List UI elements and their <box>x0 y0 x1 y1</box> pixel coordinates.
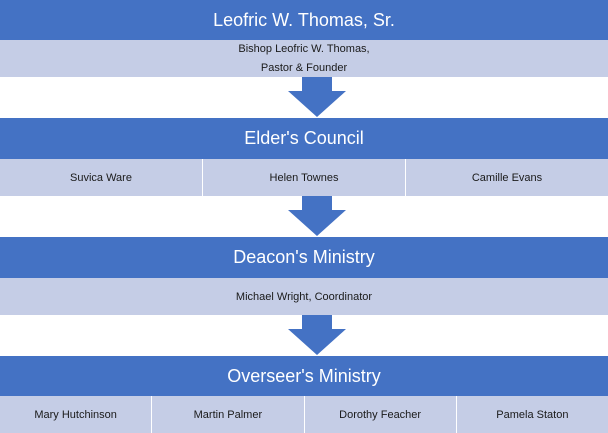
level-members-deacons: Michael Wright, Coordinator <box>0 278 608 315</box>
level-title: Leofric W. Thomas, Sr. <box>213 9 395 30</box>
level-title: Elder's Council <box>244 128 364 148</box>
level-members-founder: Bishop Leofric W. Thomas, Pastor & Found… <box>0 40 608 77</box>
level-header-elders: Elder's Council <box>0 118 608 159</box>
member-cell: Camille Evans <box>405 159 608 196</box>
level-members-elders: Suvica Ware Helen Townes Camille Evans <box>0 159 608 196</box>
member-name-line: Bishop Leofric W. Thomas, <box>238 42 370 55</box>
member-cell: Martin Palmer <box>151 396 303 433</box>
down-arrow-icon <box>288 77 346 117</box>
level-members-overseers: Mary Hutchinson Martin Palmer Dorothy Fe… <box>0 396 608 433</box>
member-cell: Mary Hutchinson <box>34 408 117 421</box>
member-role-line: Pastor & Founder <box>260 61 348 74</box>
member-cell: Suvica Ware <box>70 171 132 184</box>
member-cell: Michael Wright, Coordinator <box>235 290 373 303</box>
member-cell: Pamela Staton <box>455 396 608 433</box>
member-cell: Dorothy Feacher <box>303 396 456 433</box>
level-header-overseers: Overseer's Ministry <box>0 356 608 396</box>
level-header-founder: Leofric W. Thomas, Sr. <box>0 0 608 40</box>
down-arrow-icon <box>288 315 346 355</box>
level-title: Overseer's Ministry <box>227 365 381 386</box>
member-cell: Bishop Leofric W. Thomas, Pastor & Found… <box>0 40 608 77</box>
member-cell: Helen Townes <box>202 159 405 196</box>
down-arrow-icon <box>288 196 346 236</box>
level-header-deacons: Deacon's Ministry <box>0 237 608 278</box>
level-title: Deacon's Ministry <box>233 247 375 267</box>
